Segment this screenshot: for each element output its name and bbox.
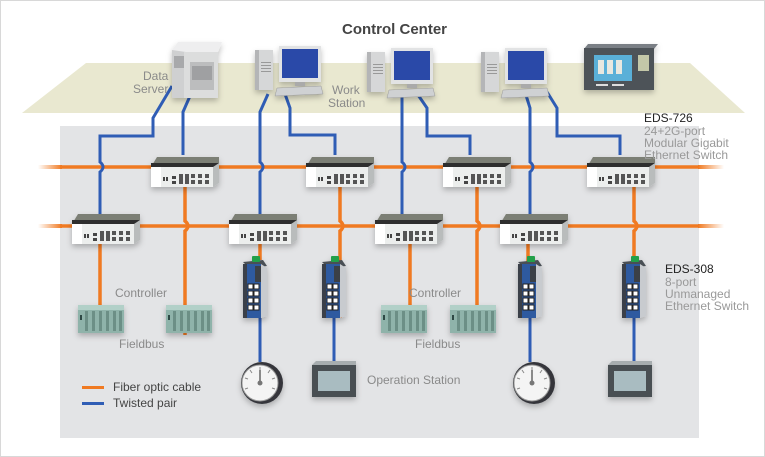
fieldbus-label-right: Fieldbus	[415, 337, 461, 351]
operation-station-label: Operation Station	[367, 373, 461, 387]
fiber-fade-right-upper	[698, 165, 724, 169]
workstation-1	[254, 45, 324, 97]
backbone-switch	[375, 214, 443, 244]
fiber-drop	[632, 180, 639, 262]
fiber-fade-right-lower	[698, 224, 724, 228]
operation-panel	[608, 361, 652, 397]
edge-switch	[242, 255, 268, 319]
fiber-drop	[475, 180, 482, 318]
backbone-switch	[306, 157, 374, 187]
gauge-meter	[240, 361, 284, 405]
tp-link	[258, 93, 270, 216]
legend-label: Twisted pair	[113, 396, 178, 410]
fiber-swatch-icon	[82, 385, 104, 389]
data-server-label: Data Server	[133, 70, 168, 96]
fiber-fade-left-upper	[38, 165, 62, 169]
controller-label-left: Controller	[115, 286, 168, 300]
eds308-desc-3: Ethernet Switch	[665, 299, 750, 313]
edge-switch	[517, 255, 543, 319]
work-station-label: Work Station	[328, 84, 365, 110]
label-line: Server	[133, 82, 169, 96]
eds308-model: EDS-308	[665, 262, 714, 276]
tp-link	[181, 95, 192, 155]
backbone-switch	[443, 157, 511, 187]
eds726-desc-2: Modular Gigabit	[644, 136, 729, 150]
edge-switch	[321, 255, 347, 319]
twisted-swatch-icon	[82, 401, 104, 405]
workstation-2	[366, 47, 436, 99]
twisted-pair-drops	[258, 318, 636, 362]
legend-label: Fiber optic cable	[113, 380, 202, 394]
tp-link	[414, 91, 472, 155]
eds726-model: EDS-726	[644, 111, 693, 125]
eds726-desc-1: 24+2G-port	[644, 124, 706, 138]
hmi-control-panel	[584, 44, 658, 90]
fiber-drop	[183, 180, 190, 335]
tp-link	[283, 93, 337, 155]
controller-label-right: Controller	[409, 286, 462, 300]
fieldbus-label-left: Fieldbus	[119, 337, 165, 351]
tp-link	[98, 85, 174, 216]
backbone-switch	[151, 157, 219, 187]
gauge-meter	[512, 361, 556, 405]
fiber-drop	[338, 180, 345, 318]
data-server	[172, 42, 222, 98]
legend-item-twisted: Twisted pair	[82, 396, 177, 410]
tp-link	[400, 92, 407, 216]
eds308-desc-1: 8-port	[665, 275, 697, 289]
label-line: Station	[328, 96, 366, 110]
label-line: Work	[332, 83, 360, 97]
backbone-switch	[72, 214, 140, 244]
backbone-switch	[500, 214, 568, 244]
backbone-switch	[229, 214, 297, 244]
fiber-fade-left-lower	[38, 224, 62, 228]
edge-switch	[621, 255, 647, 319]
workstation-3	[480, 47, 550, 99]
operation-panel	[312, 361, 356, 397]
tp-link	[523, 91, 535, 216]
eds726-desc-3: Ethernet Switch	[644, 148, 729, 162]
label-line: Data	[142, 69, 169, 83]
controller-module	[78, 305, 124, 333]
tp-link	[545, 91, 622, 155]
legend-item-fiber: Fiber optic cable	[82, 380, 201, 394]
fiber-drops	[98, 180, 639, 335]
controller-module	[381, 305, 427, 333]
eds308-desc-2: Unmanaged	[665, 287, 731, 301]
controller-module	[450, 305, 496, 333]
control-center-title: Control Center	[342, 21, 447, 38]
controller-module	[166, 305, 212, 333]
twisted-pair-uplinks	[98, 85, 622, 216]
